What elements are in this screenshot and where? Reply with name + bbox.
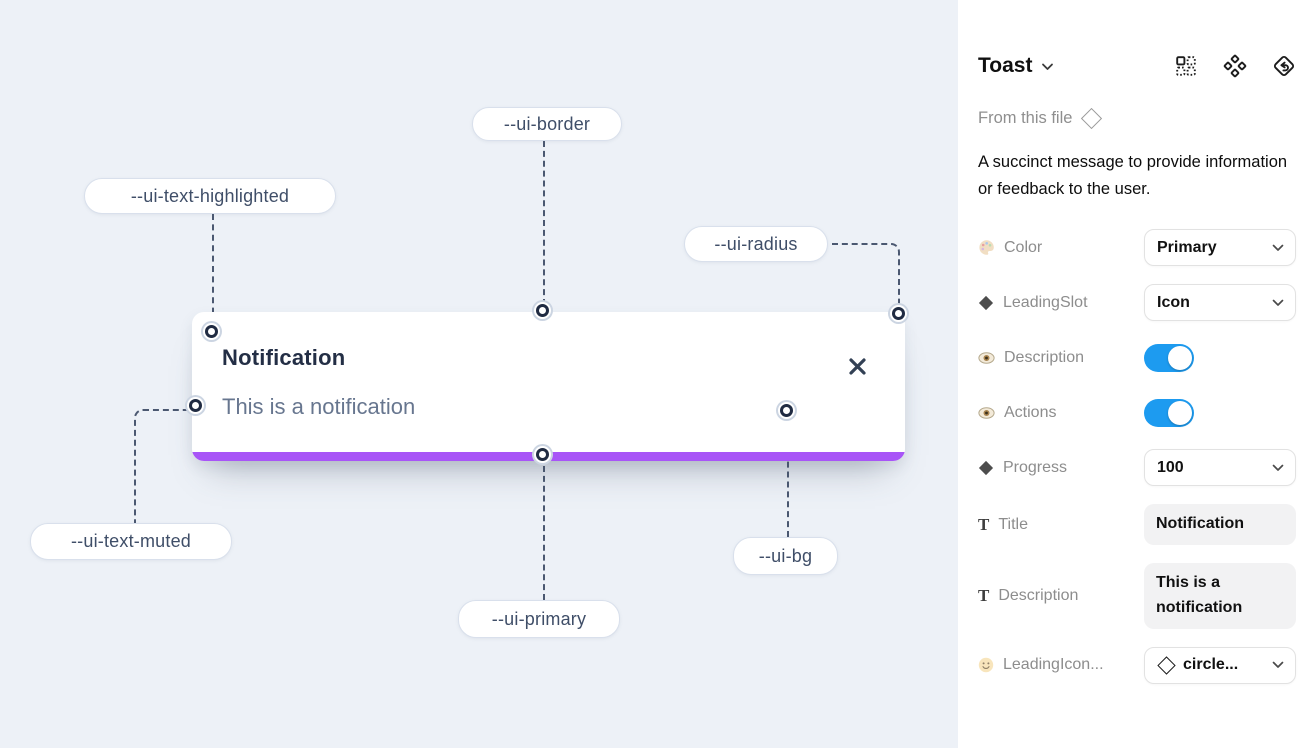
- property-name: Description: [1004, 348, 1085, 366]
- connector-ui-primary: [543, 466, 545, 600]
- property-label: Progress: [978, 459, 1067, 477]
- property-row-title: T Title Notification: [978, 504, 1296, 546]
- chevron-down-icon: [1272, 464, 1284, 471]
- token-label-ui-border: --ui-border: [472, 107, 622, 141]
- header-icons: [1174, 54, 1296, 78]
- connector-ui-text-highlighted: [212, 214, 214, 324]
- toast-title: Notification: [222, 345, 346, 370]
- description-toggle[interactable]: [1144, 343, 1194, 372]
- source-label: From this file: [978, 109, 1073, 127]
- color-dropdown[interactable]: Primary: [1144, 229, 1296, 267]
- property-list: Color Primary LeadingSlot Icon: [978, 229, 1296, 684]
- toast-description: This is a notification: [222, 394, 416, 419]
- property-name: Actions: [1004, 403, 1057, 421]
- anchor-point-primary: [536, 448, 549, 461]
- text-property-icon: T: [978, 586, 990, 606]
- chevron-down-icon: [1272, 244, 1284, 251]
- component-diamond-icon: [1081, 107, 1103, 130]
- chevron-down-icon: [1272, 661, 1284, 669]
- instance-diamond-icon: [1157, 656, 1176, 675]
- source-row: From this file: [978, 107, 1296, 130]
- component-description: A succinct message to provide informatio…: [978, 153, 1288, 198]
- panel-title: Toast: [978, 54, 1033, 77]
- property-control: Notification: [1144, 504, 1296, 546]
- go-to-main-component-icon[interactable]: [1272, 54, 1296, 78]
- component-selector[interactable]: Toast: [978, 54, 1054, 78]
- anchor-point-muted-text: [189, 399, 202, 412]
- toggle-knob: [1168, 345, 1192, 370]
- variant-diamond-icon: [978, 460, 994, 476]
- token-label-ui-text-muted: --ui-text-muted: [30, 523, 232, 560]
- close-icon: [848, 357, 866, 375]
- smiley-icon: [978, 658, 994, 673]
- property-label: T Title: [978, 515, 1028, 535]
- property-name: LeadingSlot: [1003, 293, 1088, 311]
- variant-diamond-icon: [978, 295, 994, 311]
- token-label-ui-text-highlighted: --ui-text-highlighted: [84, 178, 336, 214]
- token-label-ui-primary: --ui-primary: [458, 600, 620, 638]
- property-control: Icon: [1144, 284, 1296, 322]
- anchor-point-title: [205, 325, 218, 338]
- eye-icon: [978, 407, 995, 419]
- text-property-icon: T: [978, 514, 990, 534]
- property-label: Actions: [978, 404, 1056, 422]
- eye-icon: [978, 352, 995, 364]
- toggle-knob: [1168, 400, 1192, 425]
- property-control: circle...: [1144, 646, 1296, 684]
- dropdown-value: circle...: [1183, 656, 1239, 674]
- property-row-description-toggle: Description: [978, 339, 1296, 376]
- token-label-ui-bg: --ui-bg: [733, 537, 838, 575]
- property-control: This is a notification: [1144, 563, 1296, 629]
- property-label: LeadingIcon...: [978, 656, 1104, 674]
- property-control: [1144, 398, 1296, 427]
- property-name: Color: [1004, 238, 1043, 256]
- anchor-point-radius: [892, 307, 905, 320]
- property-label: Color: [978, 239, 1042, 257]
- property-control: 100: [1144, 449, 1296, 487]
- dropdown-value: 100: [1157, 458, 1184, 476]
- dropdown-value: Primary: [1157, 238, 1217, 256]
- design-canvas: Notification This is a notification --ui…: [0, 0, 958, 748]
- property-control: [1144, 343, 1296, 372]
- property-name: Description: [998, 587, 1079, 605]
- leadingicon-dropdown[interactable]: circle...: [1144, 646, 1296, 684]
- property-name: Progress: [1003, 458, 1068, 476]
- connector-ui-border: [543, 141, 545, 305]
- description-text-field[interactable]: This is a notification: [1144, 563, 1296, 629]
- leadingslot-dropdown[interactable]: Icon: [1144, 284, 1296, 322]
- property-label: Description: [978, 349, 1084, 367]
- property-row-description-text: T Description This is a notification: [978, 563, 1296, 629]
- properties-panel: Toast: [958, 0, 1312, 748]
- toast-close-button[interactable]: [845, 354, 869, 378]
- dropdown-value: Icon: [1157, 293, 1190, 311]
- property-label: T Description: [978, 586, 1078, 606]
- property-label: LeadingSlot: [978, 294, 1088, 312]
- anchor-point-border: [536, 304, 549, 317]
- property-control: Primary: [1144, 229, 1296, 267]
- component-icon[interactable]: [1223, 54, 1247, 78]
- toast-component: Notification This is a notification: [192, 312, 905, 461]
- title-text-field[interactable]: Notification: [1144, 504, 1296, 546]
- connector-ui-radius: [832, 243, 900, 307]
- connector-ui-text-muted: [134, 409, 188, 523]
- property-row-color: Color Primary: [978, 229, 1296, 267]
- panel-header: Toast: [978, 54, 1296, 78]
- property-row-progress: Progress 100: [978, 449, 1296, 487]
- property-row-leadingslot: LeadingSlot Icon: [978, 284, 1296, 322]
- property-name: LeadingIcon...: [1003, 656, 1104, 674]
- actions-toggle[interactable]: [1144, 398, 1194, 427]
- property-row-leadingicon: LeadingIcon... circle...: [978, 646, 1296, 684]
- connector-ui-bg: [787, 422, 789, 537]
- token-label-ui-radius: --ui-radius: [684, 226, 828, 262]
- chevron-down-icon: [1042, 63, 1054, 70]
- chevron-down-icon: [1272, 299, 1284, 306]
- anchor-point-background: [780, 404, 793, 417]
- palette-icon: [979, 240, 994, 256]
- swap-instance-icon[interactable]: [1174, 54, 1198, 78]
- property-name: Title: [998, 515, 1028, 533]
- progress-dropdown[interactable]: 100: [1144, 449, 1296, 487]
- property-row-actions-toggle: Actions: [978, 394, 1296, 431]
